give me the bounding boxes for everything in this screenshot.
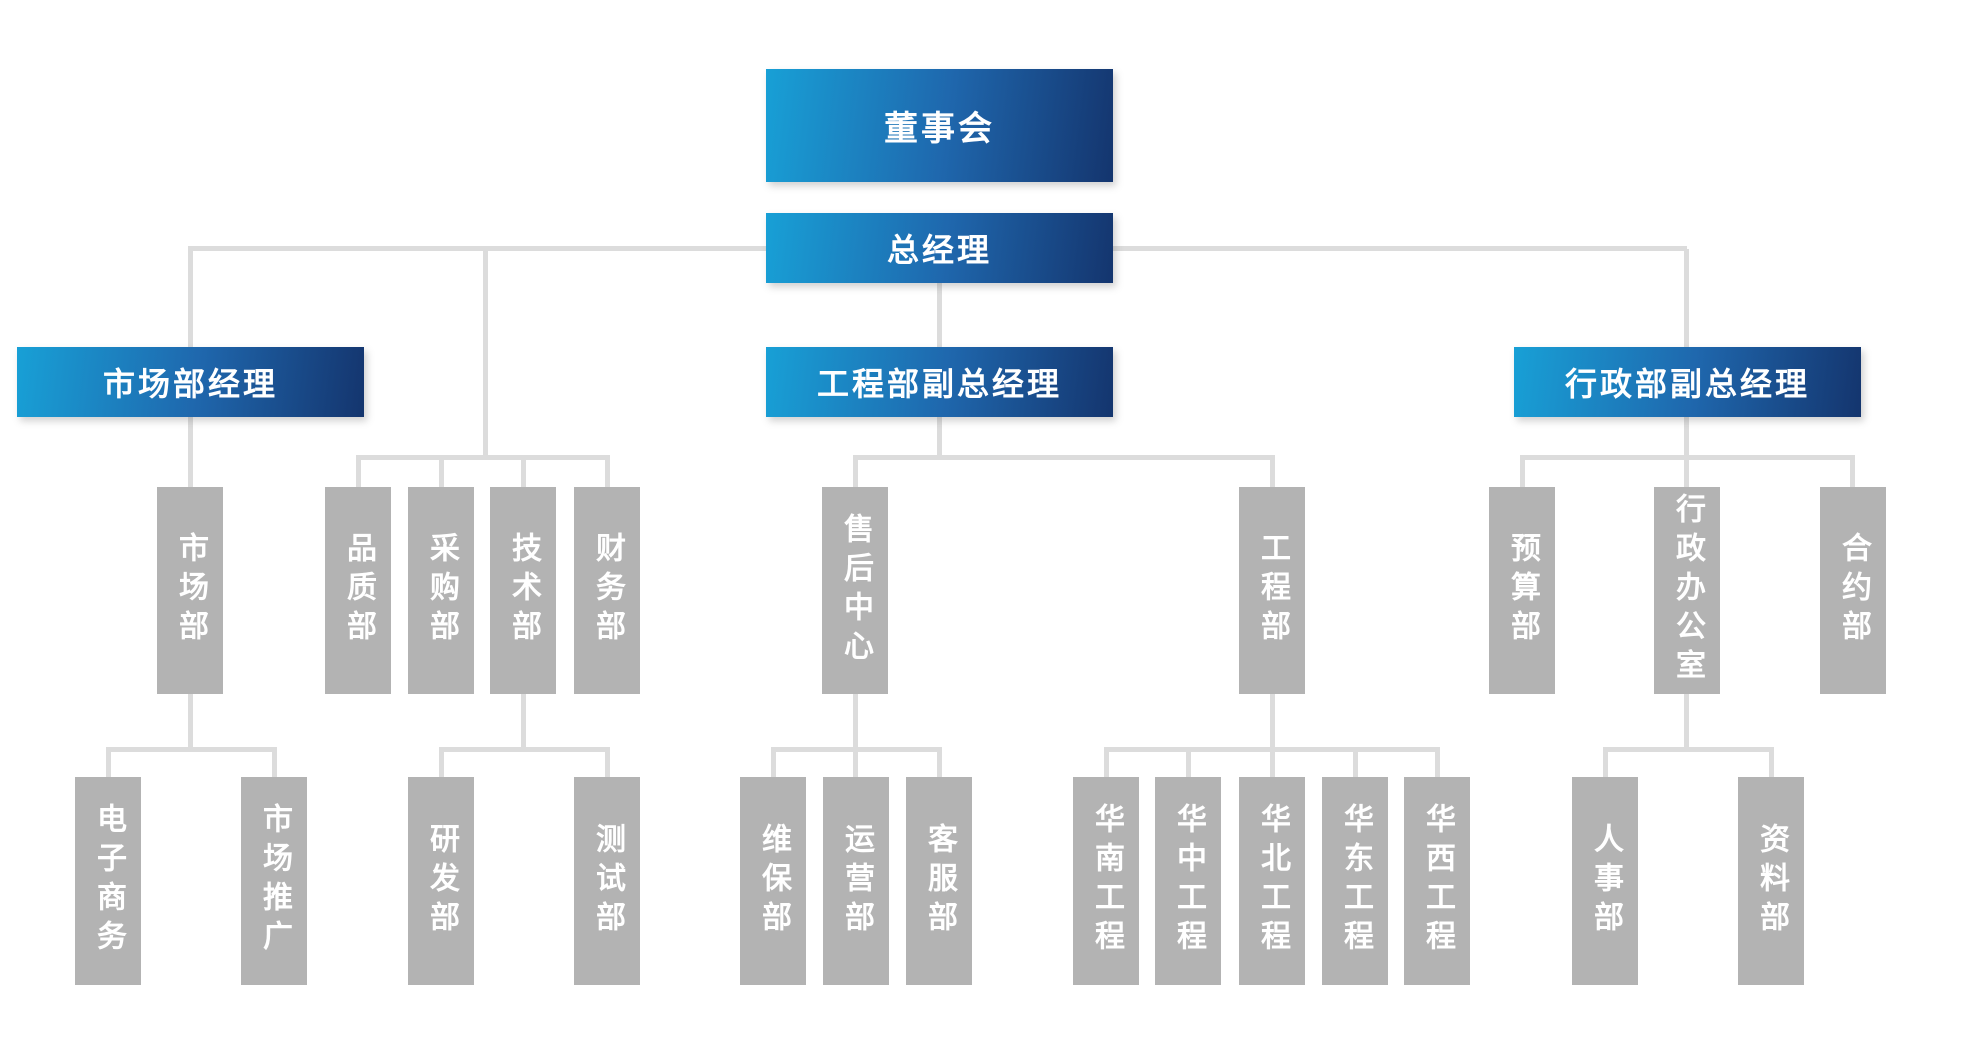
connector-line <box>188 694 193 751</box>
connector-line <box>1603 747 1774 752</box>
org-node-marketing-promotion: 市场推广 <box>241 777 307 985</box>
org-node-records-dept: 资料部 <box>1738 777 1804 985</box>
connector-line <box>521 457 526 487</box>
connector-line <box>853 455 1275 460</box>
connector-line <box>937 415 942 460</box>
connector-line <box>272 749 277 777</box>
connector-line <box>1684 457 1689 487</box>
org-node-rnd-dept: 研发部 <box>408 777 474 985</box>
org-node-engineering-dept: 工程部 <box>1239 487 1305 694</box>
connector-line <box>1270 457 1275 487</box>
org-node-marketing-dept: 市场部 <box>157 487 223 694</box>
connector-line <box>937 749 942 777</box>
connector-line <box>1435 749 1440 777</box>
connector-line <box>439 457 444 487</box>
connector-line <box>439 749 444 777</box>
connector-line <box>106 749 111 777</box>
connector-line <box>605 749 610 777</box>
org-node-contract-dept: 合约部 <box>1820 487 1886 694</box>
connector-line <box>1520 457 1525 487</box>
connector-line <box>1684 694 1689 751</box>
org-node-east-china-engineering: 华东工程 <box>1322 777 1388 985</box>
org-node-general-manager: 总经理 <box>766 213 1113 283</box>
org-node-ecommerce: 电子商务 <box>75 777 141 985</box>
connector-line <box>1603 749 1608 777</box>
connector-line <box>1769 749 1774 777</box>
org-node-customer-service-dept: 客服部 <box>906 777 972 985</box>
org-node-testing-dept: 测试部 <box>574 777 640 985</box>
org-node-engineering-deputy-gm: 工程部副总经理 <box>766 347 1113 417</box>
connector-line <box>521 694 526 751</box>
org-node-marketing-manager: 市场部经理 <box>17 347 364 417</box>
org-node-quality-dept: 品质部 <box>325 487 391 694</box>
org-node-finance-dept: 财务部 <box>574 487 640 694</box>
connector-line <box>1186 749 1191 777</box>
connector-line <box>439 747 610 752</box>
connector-line <box>1104 749 1109 777</box>
connector-line <box>1850 457 1855 487</box>
connector-line <box>1353 749 1358 777</box>
org-node-west-china-engineering: 华西工程 <box>1404 777 1470 985</box>
org-node-north-china-engineering: 华北工程 <box>1239 777 1305 985</box>
connector-line <box>771 749 776 777</box>
org-node-admin-office: 行政办公室 <box>1654 487 1720 694</box>
connector-line <box>853 694 858 751</box>
org-node-aftersales-center: 售后中心 <box>822 487 888 694</box>
connector-line <box>605 457 610 487</box>
connector-line <box>188 249 193 347</box>
connector-line <box>1684 415 1689 460</box>
connector-line <box>188 415 193 487</box>
connector-line <box>1684 249 1689 347</box>
connector-line <box>853 457 858 487</box>
org-node-budget-dept: 预算部 <box>1489 487 1555 694</box>
connector-line <box>1270 694 1275 751</box>
org-node-board: 董事会 <box>766 69 1113 182</box>
connector-line <box>356 455 610 460</box>
connector-line <box>106 747 277 752</box>
org-node-operations-dept: 运营部 <box>823 777 889 985</box>
org-node-hr-dept: 人事部 <box>1572 777 1638 985</box>
org-node-maintenance-dept: 维保部 <box>740 777 806 985</box>
org-node-south-china-engineering: 华南工程 <box>1073 777 1139 985</box>
connector-line <box>356 457 361 487</box>
org-node-purchasing-dept: 采购部 <box>408 487 474 694</box>
connector-line <box>937 280 942 347</box>
org-node-technology-dept: 技术部 <box>490 487 556 694</box>
connector-line <box>483 249 488 457</box>
connector-line <box>853 749 858 777</box>
org-node-admin-deputy-gm: 行政部副总经理 <box>1514 347 1861 417</box>
org-node-central-china-engineering: 华中工程 <box>1155 777 1221 985</box>
connector-line <box>1270 749 1275 777</box>
